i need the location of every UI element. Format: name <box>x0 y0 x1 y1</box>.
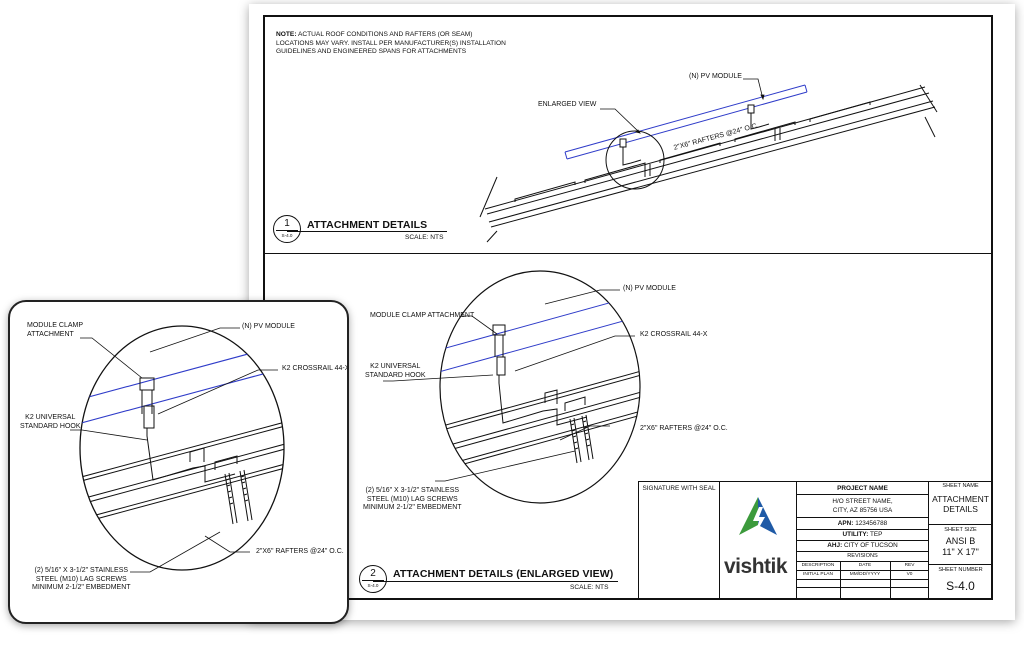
ahj-field: AHJ: CITY OF TUCSON <box>827 542 898 549</box>
detail2-crossrail-label: K2 CROSSRAIL 44-X <box>640 331 708 338</box>
detail2-title: ATTACHMENT DETAILS (ENLARGED VIEW) <box>393 568 614 580</box>
callout-rafters-label: 2"X6" RAFTERS @24" O.C. <box>256 548 344 555</box>
sheet-border: NOTE: ACTUAL ROOF CONDITIONS AND RAFTERS… <box>263 15 993 600</box>
detail1-title: ATTACHMENT DETAILS <box>307 219 428 231</box>
sheet-size-label: SHEET SIZE <box>944 527 977 533</box>
detail2-clamp-label: MODULE CLAMP ATTACHMENT <box>370 312 475 319</box>
sheet-name-label: SHEET NAME <box>942 483 979 489</box>
vishtik-logo-text: vishtik <box>724 555 788 578</box>
signature-cell <box>638 481 720 600</box>
detail2-scale: SCALE: NTS <box>570 584 609 591</box>
callout-enlarged-drawing <box>70 325 285 573</box>
rev-header-description: DESCRIPTION <box>801 563 835 568</box>
rev-header-rev: REV <box>904 563 915 568</box>
sheet-info-cell <box>928 481 993 600</box>
sheet-size-value: ANSI B 11" X 17" <box>942 536 979 557</box>
general-note: NOTE: ACTUAL ROOF CONDITIONS AND RAFTERS… <box>276 31 506 56</box>
project-address-line1: H/O STREET NAME, <box>832 498 893 505</box>
detail2-hook-label: K2 UNIVERSAL STANDARD HOOK <box>365 363 426 379</box>
detail1-roof-drawing <box>479 78 938 243</box>
detail1-bubble: 1 S-4.0 <box>273 215 301 243</box>
revisions-label: REVISIONS <box>847 553 878 559</box>
rev-header-date: DATE <box>858 563 872 568</box>
callout-pv-module-label: (N) PV MODULE <box>242 323 295 330</box>
drawing-sheet: NOTE: ACTUAL ROOF CONDITIONS AND RAFTERS… <box>249 4 1015 620</box>
detail1-scale: SCALE: NTS <box>405 234 444 241</box>
signature-label: SIGNATURE WITH SEAL <box>642 485 716 492</box>
utility-field: UTILITY: TEP <box>842 531 883 538</box>
rev-row-description: INITIAL PLAN <box>803 572 833 577</box>
detail2-enlarged-drawing <box>383 270 641 504</box>
sheet-number-label: SHEET NUMBER <box>938 567 983 573</box>
callout-lag-screws-label: (2) 5/16" X 3-1/2" STAINLESS STEEL (M10)… <box>32 567 131 592</box>
callout-clamp-label: MODULE CLAMP ATTACHMENT <box>27 322 84 338</box>
apn-field: APN: 123456788 <box>837 520 888 527</box>
callout-hook-label: K2 UNIVERSAL STANDARD HOOK <box>20 414 81 430</box>
detail2-lag-screws-label: (2) 5/16" X 3-1/2" STAINLESS STEEL (M10)… <box>363 487 462 512</box>
detail1-enlarged-view-label: ENLARGED VIEW <box>538 101 597 108</box>
project-name-label: PROJECT NAME <box>837 485 888 492</box>
zoom-callout-card: MODULE CLAMP ATTACHMENT (N) PV MODULE K2… <box>8 300 349 624</box>
sheet-number-value: S-4.0 <box>946 579 975 593</box>
title-block: SIGNATURE WITH SEAL vishtik PROJECT NAME… <box>638 481 993 600</box>
detail2-bubble: 2 S-4.0 <box>359 565 387 593</box>
detail1-pv-module-label: (N) PV MODULE <box>689 73 742 80</box>
detail2-pv-module-label: (N) PV MODULE <box>623 285 676 292</box>
project-address-line2: CITY, AZ 85756 USA <box>832 507 893 514</box>
detail-divider <box>265 253 991 254</box>
vishtik-logo-icon <box>739 497 777 535</box>
rev-row-rev: V0 <box>906 572 913 577</box>
sheet-name-value: ATTACHMENT DETAILS <box>932 494 989 514</box>
rev-row-date: MM/DD/YYYY <box>849 572 881 577</box>
detail2-rafters-label: 2"X6" RAFTERS @24" O.C. <box>640 425 728 432</box>
callout-crossrail-label: K2 CROSSRAIL 44-X <box>282 365 349 372</box>
